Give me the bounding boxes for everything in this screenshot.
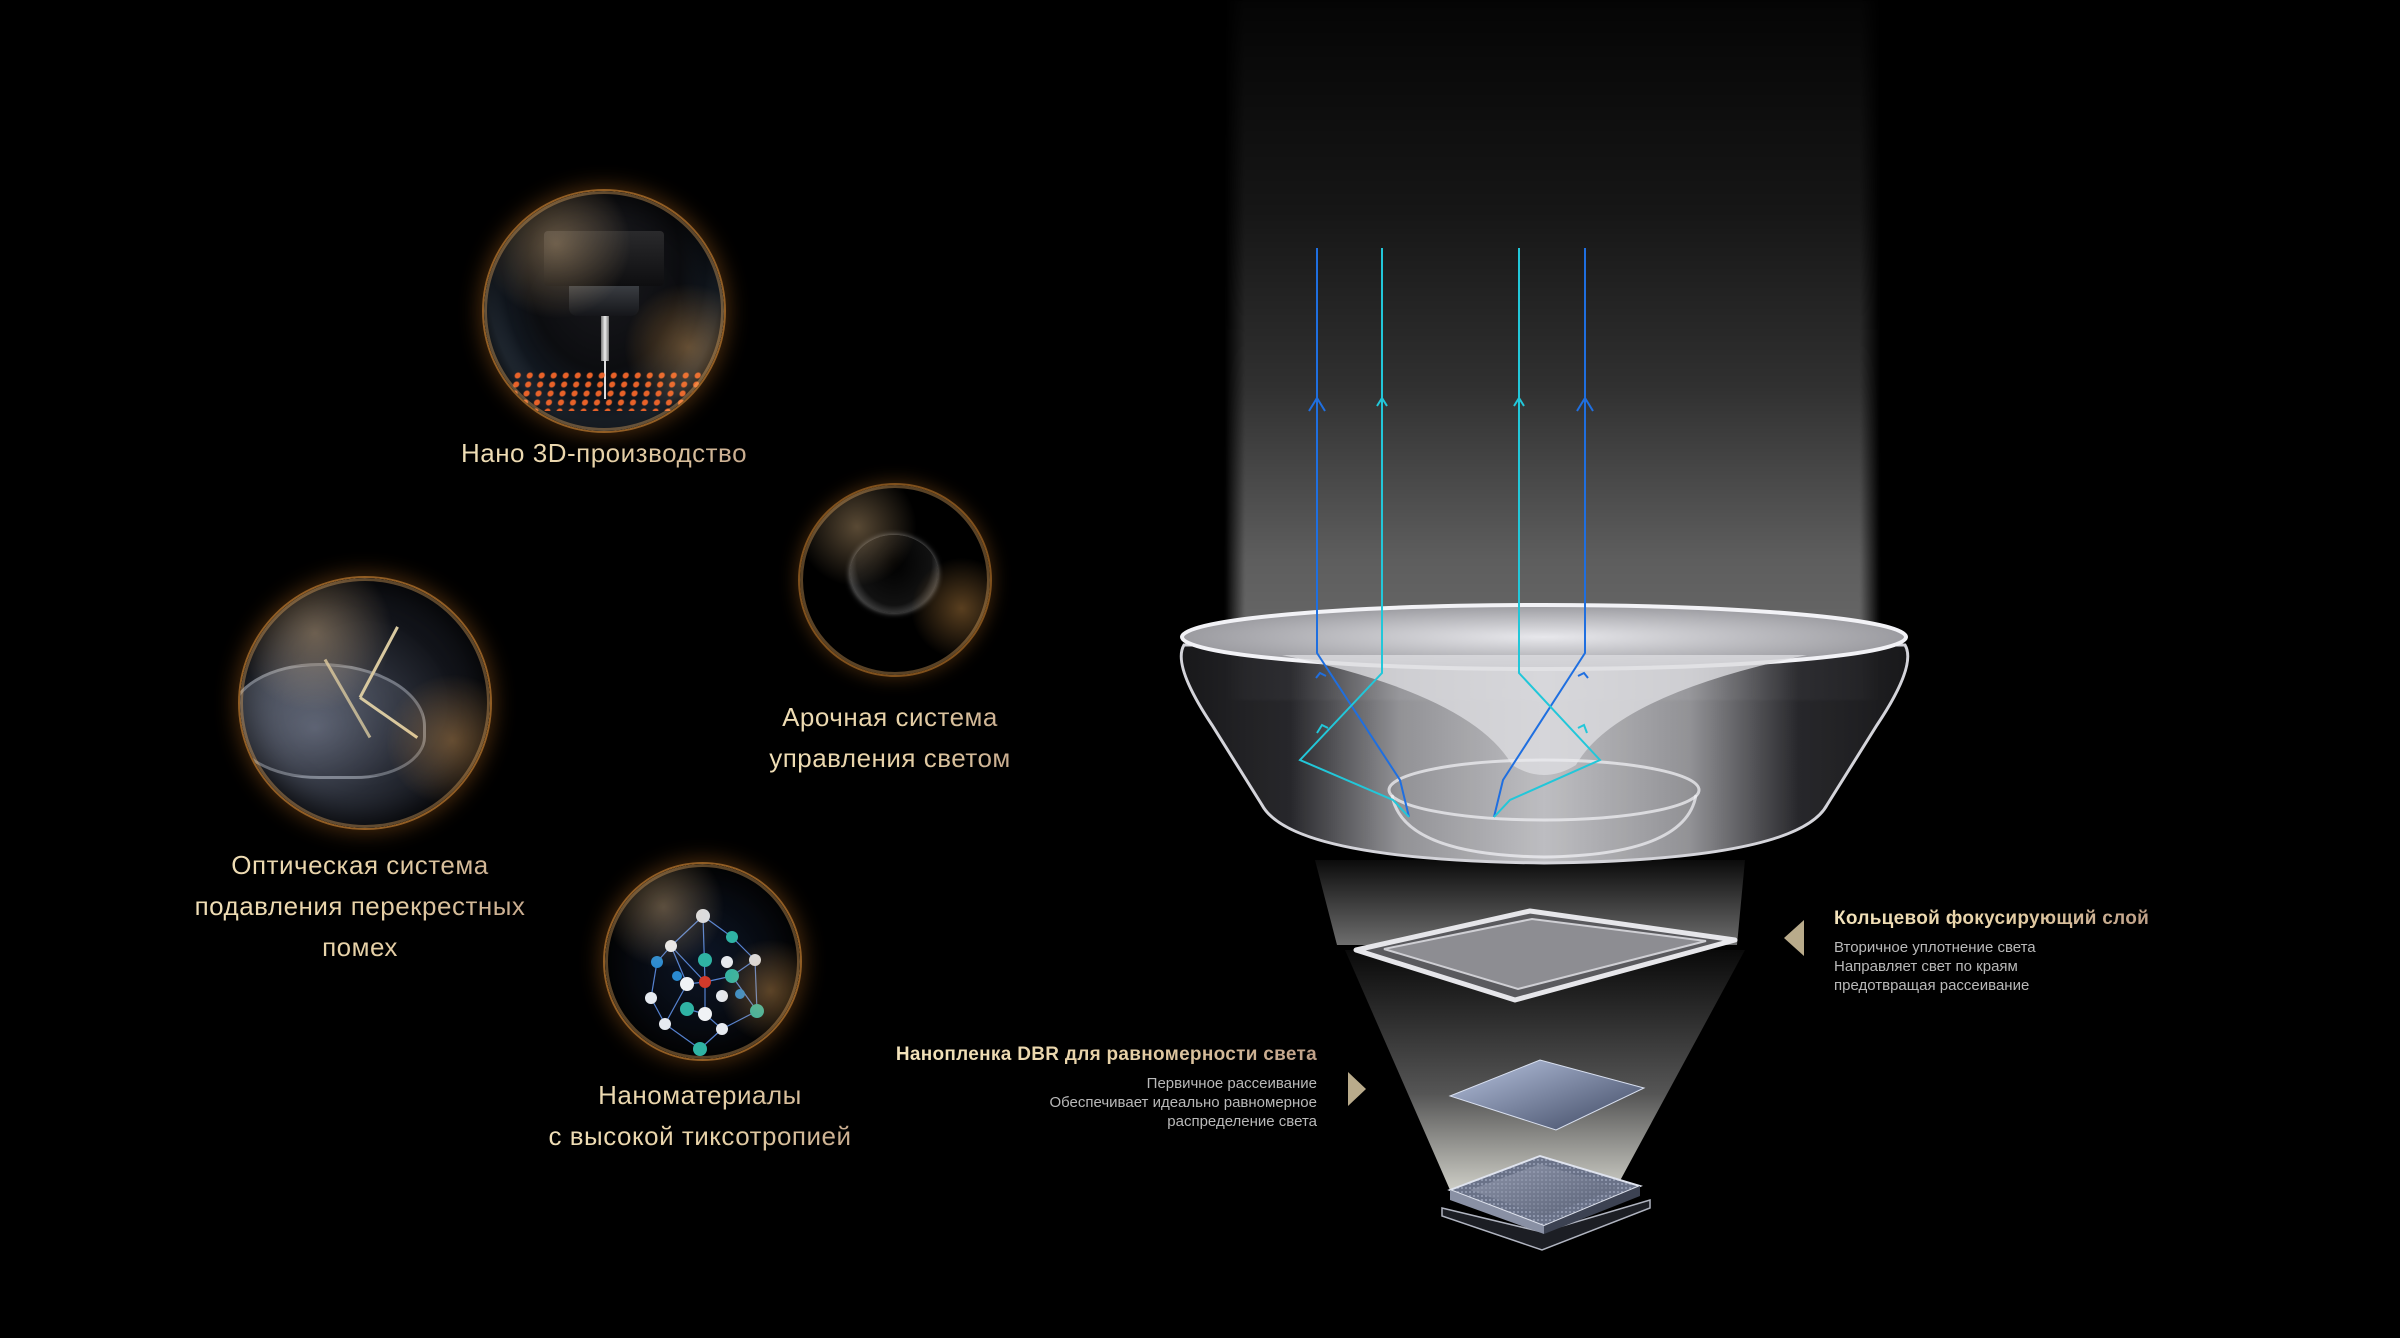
- layer-description: Вторичное уплотнение света Направляет св…: [1834, 938, 2149, 995]
- layer-label-dbr-film: Нанопленка DBR для равномерности света П…: [896, 1044, 1317, 1131]
- layer-description-line: распределение света: [1167, 1113, 1317, 1130]
- layer-description-line: предотвращая рассеивание: [1834, 977, 2030, 994]
- layer-label-ring-focus: Кольцевой фокусирующий слой Вторичное уп…: [1834, 908, 2149, 995]
- layer-description-line: Обеспечивает идеально равномерное: [1049, 1094, 1317, 1111]
- right-arrow-icon: [1348, 1072, 1366, 1106]
- left-arrow-icon: [1784, 920, 1804, 956]
- layer-description-line: Направляет свет по краям: [1834, 958, 2018, 975]
- layer-description: Первичное рассеивание Обеспечивает идеал…: [896, 1074, 1317, 1131]
- nano-3d-bubble-icon: [484, 191, 724, 431]
- ring-focus-frame: [1353, 908, 1738, 1003]
- layer-title: Кольцевой фокусирующий слой: [1834, 908, 2150, 929]
- optical-crosstalk-bubble-icon: [240, 578, 490, 828]
- arch-light-bubble-icon: [800, 485, 990, 675]
- led-chip: [1441, 1154, 1651, 1251]
- nanomaterials-bubble-icon: [605, 864, 800, 1059]
- layer-title: Нанопленка DBR для равномерности света: [895, 1044, 1317, 1065]
- light-beam: [1225, 0, 1880, 700]
- dbr-film-plate: [1448, 1059, 1646, 1131]
- layer-description-line: Первичное рассеивание: [1146, 1075, 1317, 1092]
- layer-description-line: Вторичное уплотнение света: [1834, 939, 2036, 956]
